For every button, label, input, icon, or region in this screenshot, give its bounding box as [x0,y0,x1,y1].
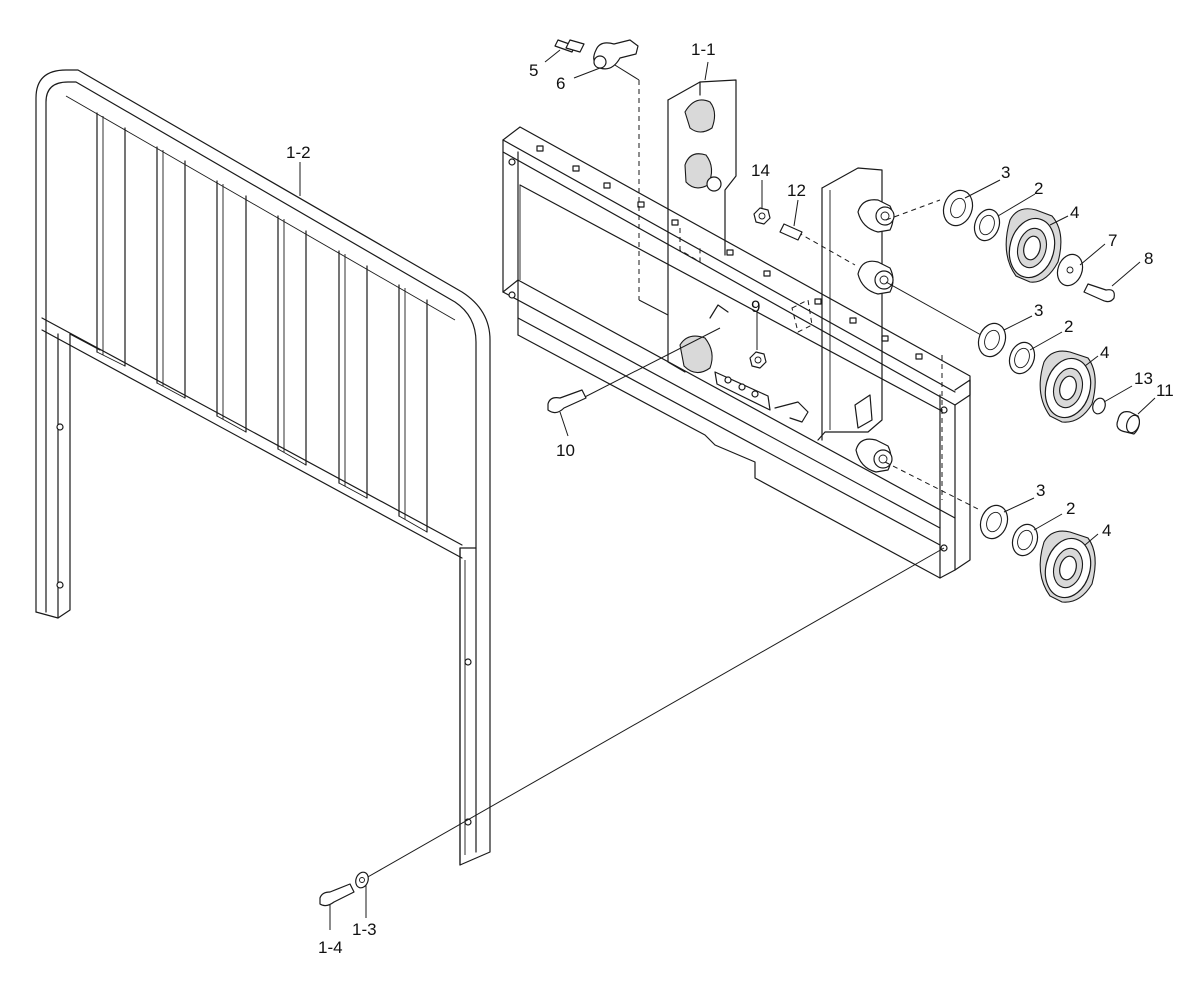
label-6: 6 [556,74,565,93]
label-1-3: 1-3 [352,920,377,939]
part-5-stud-bolt [554,39,585,53]
label-2-middle: 2 [1064,317,1073,336]
part-1-4-bolt [319,883,355,907]
label-10: 10 [556,441,575,460]
part-6-pivot-fitting [593,39,639,70]
part-14-nut [753,207,771,225]
label-4-middle: 4 [1100,343,1109,362]
label-1-2: 1-2 [286,143,311,162]
label-3-upper: 3 [1001,163,1010,182]
label-9: 9 [751,297,760,316]
leader-lines [299,49,1156,930]
label-4-lower: 4 [1102,521,1111,540]
label-3-middle: 3 [1034,301,1043,320]
label-2-upper: 2 [1034,179,1043,198]
assembly-guide-lines [365,61,991,879]
part-10-cap-screw [547,389,587,414]
label-7: 7 [1108,231,1117,250]
label-14: 14 [751,161,770,180]
label-12: 12 [787,181,806,200]
label-8: 8 [1144,249,1153,268]
label-11: 11 [1156,381,1174,400]
label-1-4: 1-4 [318,938,343,957]
part-2-spacer-lower [1011,523,1039,557]
label-4-upper: 4 [1070,203,1079,222]
part-1-3-washer [355,871,369,889]
part-4-roller-bearing-upper [1005,208,1062,283]
fork-carriage-plate [502,79,971,579]
part-9-nut [749,351,767,369]
roller-stud-upper [857,199,895,233]
part-7-plate-washer [1056,253,1084,287]
part-2-spacer-upper [973,208,1001,242]
label-1-1: 1-1 [691,40,716,59]
part-3-thrust-washer-middle [977,322,1007,358]
part-3-thrust-washer-upper [942,189,974,227]
roller-stud-middle [857,260,894,295]
label-3-lower: 3 [1036,481,1045,500]
part-11-cap [1116,411,1141,435]
label-13: 13 [1134,369,1153,388]
part-13-snap-ring [1092,397,1106,415]
part-3-thrust-washer-lower [979,504,1009,540]
label-5: 5 [529,61,538,80]
part-8-bolt [1083,283,1115,303]
load-backrest-guard [35,69,491,866]
part-12-set-screw [779,223,803,241]
part-4-roller-bearing-lower [1039,530,1096,603]
part-2-spacer-middle [1008,341,1036,375]
callout-labels: 1-1 1-2 1-3 1-4 2 2 2 3 3 3 4 4 4 5 6 7 … [286,40,1174,957]
part-4-roller-bearing-middle [1039,350,1096,423]
label-2-lower: 2 [1066,499,1075,518]
